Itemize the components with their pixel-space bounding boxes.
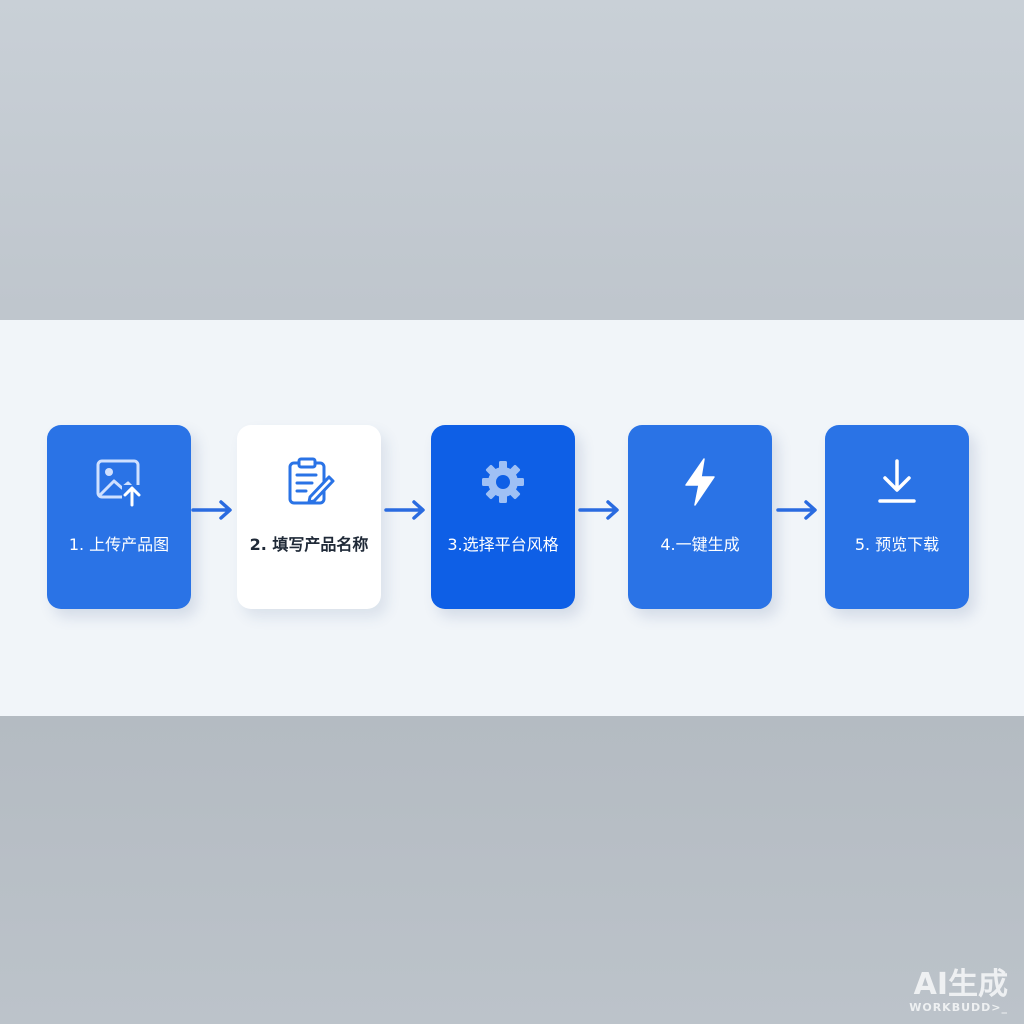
step-label: 3.选择平台风格 xyxy=(447,535,559,554)
arrow-right-icon xyxy=(384,500,425,520)
clipboard-edit-icon xyxy=(288,457,335,505)
image-upload-icon xyxy=(96,459,142,507)
step-card-platform-style[interactable]: 3.选择平台风格 xyxy=(431,425,575,609)
step-label: 5. 预览下载 xyxy=(854,535,940,554)
step-card-upload[interactable]: 1. 上传产品图 xyxy=(47,425,191,609)
arrow-right-icon xyxy=(776,500,817,520)
step-label: 1. 上传产品图 xyxy=(68,535,170,554)
step-label: 2. 填写产品名称 xyxy=(249,535,369,554)
watermark-title: AI生成 xyxy=(913,967,1008,1002)
arrow-right-icon xyxy=(191,500,232,520)
step-label: 4.一键生成 xyxy=(660,535,740,554)
download-icon xyxy=(878,459,916,503)
step-card-download[interactable]: 5. 预览下载 xyxy=(825,425,969,609)
lightning-icon xyxy=(685,458,715,506)
lower-background xyxy=(0,716,1024,1024)
step-card-generate[interactable]: 4.一键生成 xyxy=(628,425,772,609)
watermark: AI生成 WORKBUDD>_ xyxy=(909,967,1008,1015)
arrow-right-icon xyxy=(578,500,619,520)
watermark-subtitle: WORKBUDD>_ xyxy=(909,1001,1008,1014)
step-card-product-name[interactable]: 2. 填写产品名称 xyxy=(237,425,381,609)
gear-icon xyxy=(482,461,524,503)
